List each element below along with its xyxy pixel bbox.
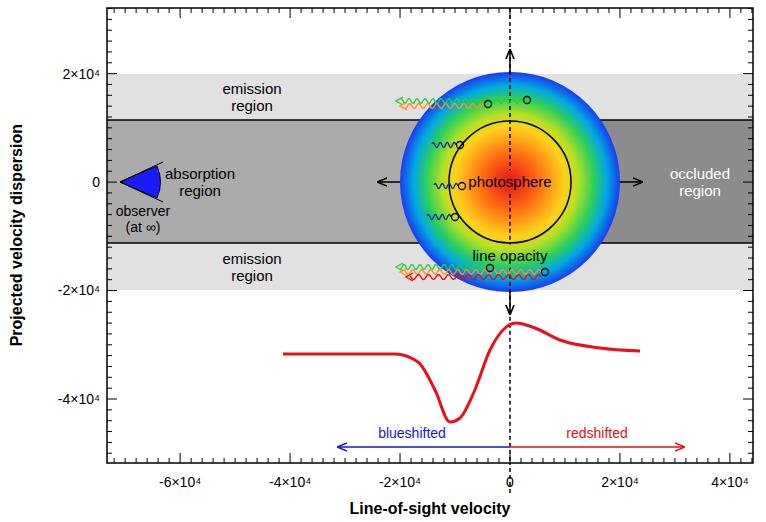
photon-head <box>396 263 403 271</box>
region-label: absorption region <box>153 165 248 200</box>
photon-head <box>406 273 413 281</box>
photon-path <box>400 99 523 104</box>
plot-frame <box>107 8 753 463</box>
photon-path <box>400 265 486 270</box>
tick-label: 0 <box>92 174 100 190</box>
observer-view-lines <box>120 162 163 202</box>
tick-label: -4×10⁴ <box>269 474 311 490</box>
expansion-arrow <box>620 181 642 183</box>
direction-label: redshifted <box>566 425 627 441</box>
scattering-site <box>487 265 494 272</box>
tick-label: 2×10⁴ <box>601 474 639 490</box>
scattering-site <box>524 97 531 104</box>
region-label: emission region <box>205 80 300 115</box>
zero-velocity-line <box>509 268 511 463</box>
tick-label: -4×10⁴ <box>58 391 100 407</box>
tick-label: 2×10⁴ <box>62 66 100 82</box>
plot-area <box>107 8 753 463</box>
tick-label: 4×10⁴ <box>711 474 749 490</box>
photon-path <box>427 215 451 220</box>
tick-label: -2×10⁴ <box>58 282 100 298</box>
zero-velocity-line <box>509 8 511 170</box>
line-opacity-sphere: line opacity photosphere <box>400 72 620 292</box>
photon-path <box>404 270 541 275</box>
direction-label: blueshifted <box>378 425 446 441</box>
expansion-arrow <box>509 292 511 314</box>
scattering-site <box>452 214 459 221</box>
axis-title: Line-of-sight velocity <box>350 500 511 518</box>
scattering-site <box>457 142 464 149</box>
axis-title: Projected velocity dispersion <box>8 124 26 346</box>
axis-ticks <box>107 8 753 463</box>
photon-path <box>410 275 541 280</box>
tick-label: -6×10⁴ <box>159 474 201 490</box>
line-profile <box>283 323 640 422</box>
region-label: occluded region <box>660 165 740 200</box>
expansion-arrow <box>378 181 400 183</box>
photon-path <box>434 184 458 189</box>
scattering-site <box>459 183 466 190</box>
region-label: emission region <box>205 250 300 285</box>
photon-path <box>432 143 456 148</box>
observer-label: observer (at ∞) <box>107 203 179 235</box>
photon-path <box>404 104 484 109</box>
scattering-site <box>485 101 492 108</box>
tick-label: -2×10⁴ <box>379 474 421 490</box>
region-label: photosphere <box>468 173 551 190</box>
tick-label: 0 <box>506 474 514 490</box>
region-label: line opacity <box>472 247 547 264</box>
expansion-arrow <box>509 50 511 72</box>
zero-velocity-line <box>509 194 511 245</box>
scattering-site <box>542 269 549 276</box>
line-opacity-sphere-fill <box>400 72 620 292</box>
blueshift-arrow <box>338 446 510 448</box>
photon-head <box>400 268 407 276</box>
photosphere-circle: photosphere <box>448 120 572 244</box>
photosphere-ring <box>449 121 571 243</box>
photon-head <box>396 97 403 105</box>
redshift-arrow <box>510 446 684 448</box>
photon-head <box>400 102 407 110</box>
emission-band: emission region <box>107 243 753 290</box>
observer-symbol <box>120 166 160 198</box>
